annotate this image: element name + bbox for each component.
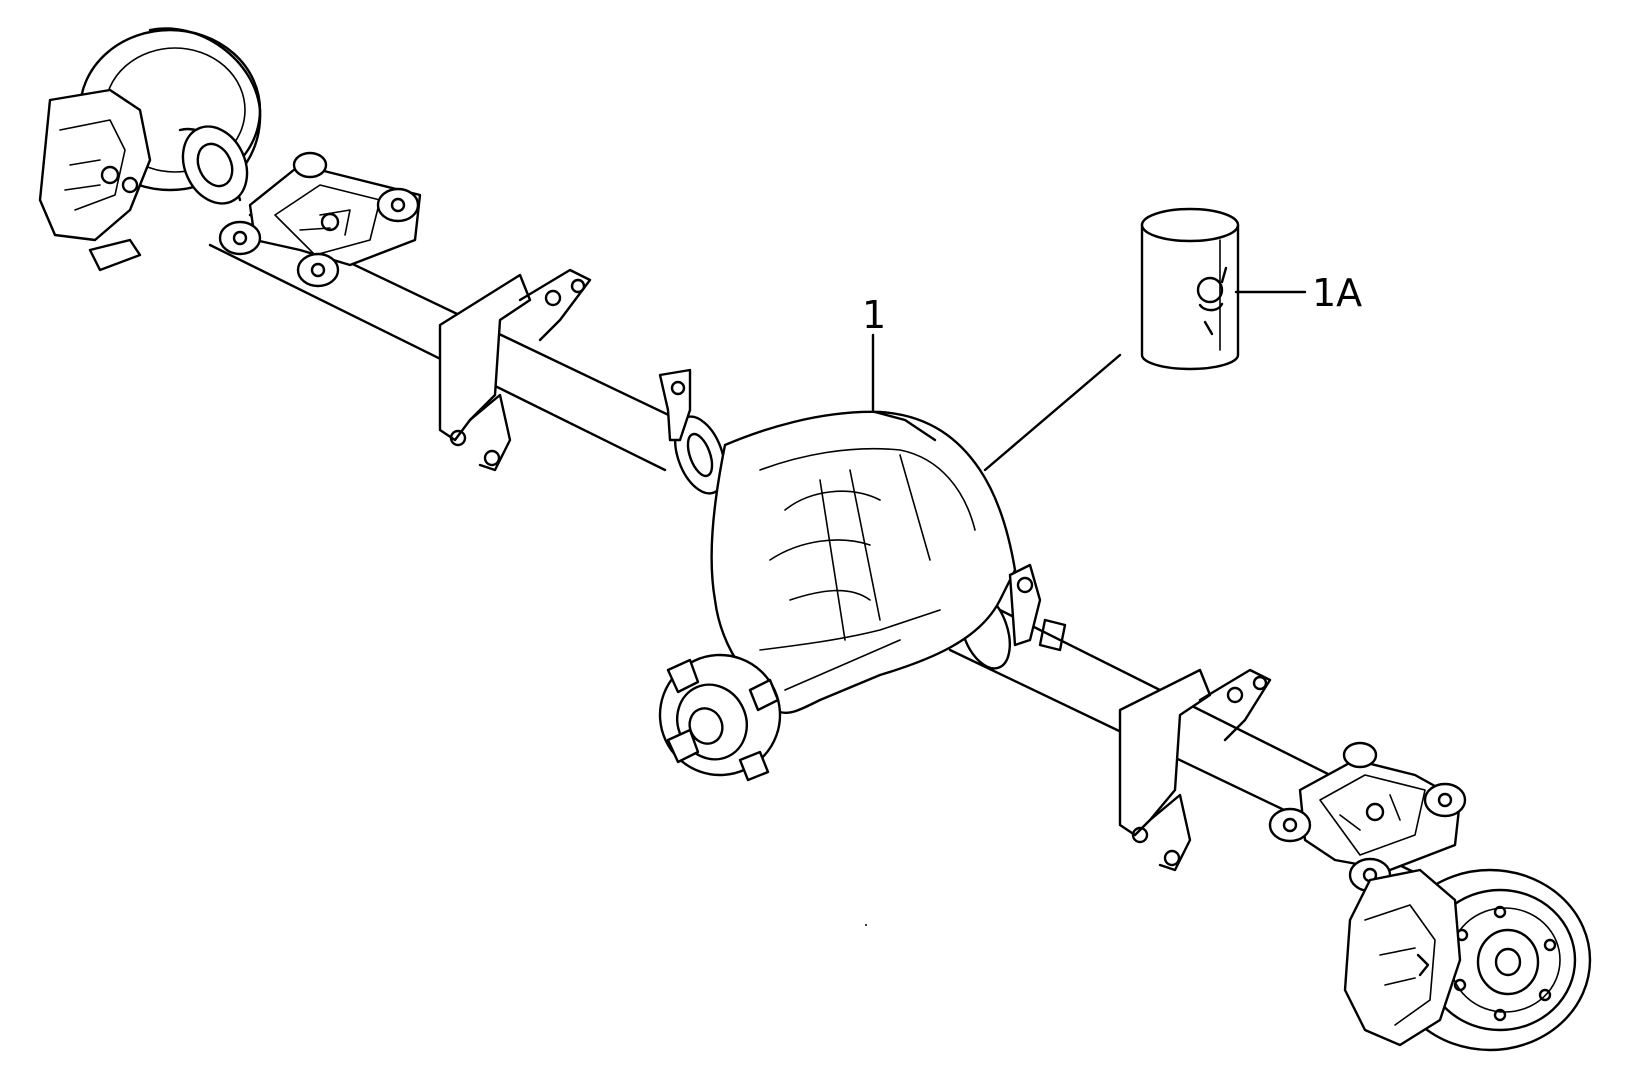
left-spring-pad bbox=[218, 151, 422, 288]
leader-lines bbox=[871, 290, 1307, 472]
left-brake-assembly bbox=[38, 27, 262, 272]
left-shock-bracket bbox=[438, 268, 592, 472]
stray-dot bbox=[865, 924, 867, 926]
right-shock-bracket bbox=[1118, 668, 1272, 872]
right-brake-assembly bbox=[1343, 868, 1592, 1052]
differential-housing bbox=[710, 410, 1067, 714]
callout-1: 1 bbox=[862, 293, 886, 337]
center-tab-bracket bbox=[658, 368, 692, 442]
callout-1a: 1A bbox=[1312, 271, 1362, 315]
oil-can bbox=[1140, 207, 1240, 371]
pinion-flange bbox=[658, 653, 782, 782]
right-spring-pad bbox=[1268, 741, 1467, 893]
leader-line-housing bbox=[983, 353, 1122, 472]
